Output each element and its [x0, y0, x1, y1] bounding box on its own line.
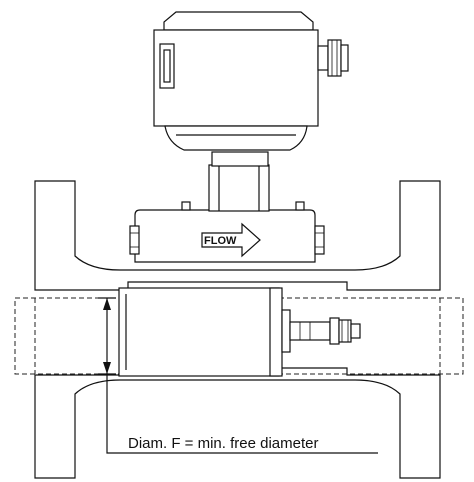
diameter-caption: Diam. F = min. free diameter — [128, 435, 318, 452]
sensor-insert — [118, 287, 361, 377]
diameter-dimension — [98, 297, 378, 454]
neck-stem — [208, 151, 270, 212]
pipe-body-section — [34, 180, 441, 479]
flow-arrow — [201, 222, 261, 258]
electronics-housing — [153, 11, 319, 151]
flow-label: FLOW — [204, 235, 237, 247]
cable-gland — [317, 39, 349, 77]
center-block — [129, 201, 325, 263]
